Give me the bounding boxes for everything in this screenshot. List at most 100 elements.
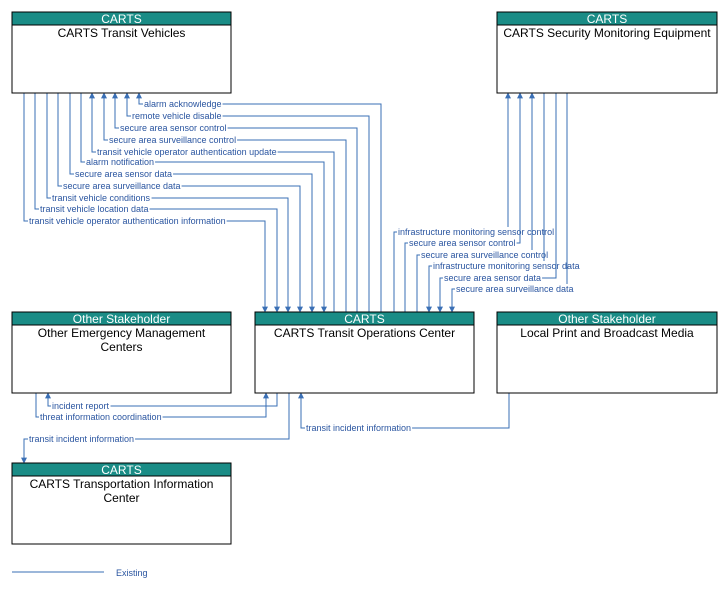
flow-label: incident report [52,401,110,411]
node-category: CARTS [101,12,141,26]
flow-line [136,92,382,312]
flow-line [69,93,315,313]
node-name: Center [103,491,139,505]
flow-label-background [28,216,227,226]
flow: infrastructure monitoring sensor data [426,93,581,313]
flow-label-background [143,99,223,109]
flow-label: transit vehicle operator authentication … [97,147,277,157]
flow: transit vehicle operator authentication … [89,92,335,312]
node-header [11,462,232,477]
flow-label-background [62,181,182,191]
flow-label-background [28,434,136,444]
flow-label-background [408,238,517,248]
flow-label: alarm notification [86,157,154,167]
legend-label: Existing [116,568,148,578]
flow: alarm notification [80,93,327,313]
flow: alarm acknowledge [136,92,382,312]
node-name: CARTS Transit Operations Center [274,326,455,340]
flow: remote vehicle disable [124,92,370,312]
flow-label: secure area sensor data [75,169,172,179]
node-name: CARTS Transit Vehicles [58,26,186,40]
flow-line [21,393,290,464]
flow: secure area surveillance data [449,93,575,313]
node-category: Other Stakeholder [558,312,655,326]
flow-label: infrastructure monitoring sensor control [398,227,554,237]
flow: secure area sensor data [69,93,315,313]
flow-label-background [432,261,581,271]
flow-label-background [51,193,152,203]
flow-label: remote vehicle disable [132,111,222,121]
flow-label: secure area surveillance data [456,284,574,294]
flow-label-background [305,423,413,433]
flows-layer: alarm acknowledge remote vehicle disable s… [21,92,581,464]
flow-line [80,93,327,313]
flow-label-background [397,227,556,237]
flow-label-background [131,111,223,121]
flow: transit vehicle location data [34,93,280,313]
flow-label-background [74,169,174,179]
flow: secure area surveillance control [416,92,550,312]
flow-label: transit vehicle location data [40,204,149,214]
flow-label: secure area surveillance control [421,250,548,260]
flow: transit incident information [298,392,510,433]
flow-line [46,93,291,313]
flow: secure area sensor control [404,92,523,312]
flow-label: alarm acknowledge [144,99,222,109]
node-category: CARTS [101,463,141,477]
flow-line [112,92,358,312]
flow: transit vehicle operator authentication … [23,93,268,313]
flow-label: secure area surveillance data [63,181,181,191]
node-name: Local Print and Broadcast Media [520,326,694,340]
flow-label-background [455,284,575,294]
node-name: CARTS Security Monitoring Equipment [503,26,711,40]
flow: transit incident information [21,393,290,464]
node-header [254,311,475,326]
flow-label: secure area surveillance control [109,135,236,145]
flow-label-background [108,135,238,145]
flow-label: transit incident information [29,434,134,444]
flow-label-background [51,401,111,411]
flow-label: infrastructure monitoring sensor data [433,261,580,271]
node-category: Other Stakeholder [73,312,170,326]
node-header [496,311,718,326]
flow-label: transit vehicle operator authentication … [29,216,226,226]
node-category: CARTS [587,12,627,26]
flow-label-background [39,412,163,422]
flow-line [45,392,278,407]
flow-label-background [85,157,156,167]
flow-label: secure area sensor control [409,238,516,248]
flow-label: transit vehicle conditions [52,193,151,203]
flow: secure area sensor control [112,92,358,312]
flow-label: threat information coordination [40,412,162,422]
node-category: CARTS [344,312,384,326]
flow: threat information coordination [35,392,269,422]
flow: incident report [45,392,278,411]
flow-label-background [96,147,278,157]
flow-label-background [420,250,550,260]
flow-line [34,93,280,313]
flow-label-background [119,123,228,133]
node-name: Centers [100,340,142,354]
node-header [496,11,718,26]
node-header [11,11,232,26]
flow-label: secure area sensor data [444,273,541,283]
flow: secure area surveillance control [101,92,347,312]
node-name: CARTS Transportation Information [30,477,214,491]
flow: infrastructure monitoring sensor control [393,92,556,312]
flow-label: secure area sensor control [120,123,227,133]
flow-line [124,92,370,312]
flow: secure area sensor data [437,93,557,313]
flow: secure area surveillance data [57,93,303,313]
legend: Existing [12,568,148,578]
node-name: Other Emergency Management [38,326,206,340]
flow-label-background [39,204,150,214]
node-header [11,311,232,326]
